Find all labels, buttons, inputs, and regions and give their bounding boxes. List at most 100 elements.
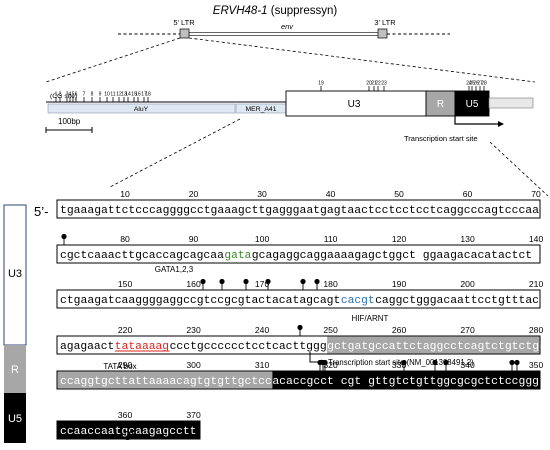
sequence-segment-bg xyxy=(57,421,200,439)
aluy-box xyxy=(47,103,236,114)
three-prime-label: - 3’ xyxy=(116,428,134,443)
gene-suffix: (suppressyn) xyxy=(268,5,338,17)
seq-guide-left xyxy=(109,118,241,188)
position-number: 330 xyxy=(392,360,407,370)
cg-tick-label: 3 xyxy=(66,92,69,98)
sequence-segment: cgctcaaacttgcaccagcagcaa xyxy=(60,250,224,262)
cpg-pin-head xyxy=(432,359,438,366)
position-number: 220 xyxy=(118,325,133,335)
cpg-pin-head xyxy=(265,278,271,285)
cg-tick-label: 13 xyxy=(121,92,127,98)
side-u5-box xyxy=(4,393,26,443)
cg-tick-label: 25 xyxy=(469,81,475,87)
downstream-box xyxy=(488,97,534,109)
position-number: 50 xyxy=(394,189,404,199)
sequence-segment: ccctgcccccctcctcacttggg xyxy=(170,341,327,353)
position-number: 20 xyxy=(189,189,199,199)
env-body-bar xyxy=(188,32,380,36)
top-provirus-map: 5' LTR env 3' LTR xyxy=(118,18,450,39)
sequence-segment: tgaaagattctcccaggggcctgaaagcttgagggaatga… xyxy=(60,205,539,217)
cpg-pin-head xyxy=(219,278,225,285)
gene-name: ERVH48-1 xyxy=(213,5,268,17)
cg-tick-label: 12 xyxy=(116,92,122,98)
cg-tick-label: 22 xyxy=(375,81,381,87)
sequence-segment: ctgaagatcaaggggaggccgtccgcgtactacatagcag… xyxy=(60,295,340,307)
position-number: 60 xyxy=(463,189,473,199)
cg-site-label: (CG site) xyxy=(50,93,77,100)
cg-tick-label: 23 xyxy=(381,81,387,87)
position-number: 80 xyxy=(120,234,130,244)
seq-guide-right xyxy=(489,141,549,197)
position-number: 90 xyxy=(189,234,199,244)
position-number: 130 xyxy=(460,234,475,244)
position-number: 70 xyxy=(531,189,541,199)
position-number: 100 xyxy=(255,234,270,244)
position-number: 160 xyxy=(186,279,201,289)
cpg-pin-head xyxy=(297,324,303,331)
sequence-row-border xyxy=(56,420,201,440)
sequence-segment-bg xyxy=(272,371,540,389)
env-label: env xyxy=(281,22,294,31)
sequence-segment: gcagaggcaggaaaagagctggct ggaagacacatactc… xyxy=(252,250,532,262)
u3-box xyxy=(285,90,427,117)
position-number: 170 xyxy=(255,279,270,289)
position-number: 200 xyxy=(460,279,475,289)
u5-label: U5 xyxy=(466,99,479,110)
sequence-segment: ccaggtgcttattaaaacagtgtgttgctcc xyxy=(60,376,272,388)
cg-tick-label: 24 xyxy=(466,81,472,87)
five-prime-label: 5’- xyxy=(34,204,48,219)
cg-tick-label: 20 xyxy=(366,81,372,87)
cg-tick-label: 1 xyxy=(55,92,58,98)
scale-bar-label: 100bp xyxy=(58,117,81,126)
position-number: 120 xyxy=(392,234,407,244)
ltr5-box xyxy=(179,28,190,39)
sequence-segment: agagaact xyxy=(60,341,114,353)
cpg-pin-head xyxy=(200,278,206,285)
position-number: 370 xyxy=(186,410,201,420)
sequence-segment: caggctgggacaattcctgtttac xyxy=(375,295,539,307)
gata-label: GATA1,2,3 xyxy=(155,265,194,274)
position-number: 350 xyxy=(529,360,544,370)
position-number: 240 xyxy=(255,325,270,335)
zoom-guide-left xyxy=(45,37,181,83)
ltr3-box xyxy=(377,28,388,39)
cpg-pin-head xyxy=(509,359,515,366)
position-number: 30 xyxy=(257,189,267,199)
sequence-row-border xyxy=(56,335,541,355)
cg-tick-label: 19 xyxy=(318,81,324,87)
position-number: 40 xyxy=(326,189,336,199)
cg-tick-label: 14 xyxy=(125,92,131,98)
sequence-row-border xyxy=(56,199,541,219)
tata-label: TATA box xyxy=(103,362,136,371)
ltr5-label: 5' LTR xyxy=(173,18,195,27)
position-number: 140 xyxy=(529,234,544,244)
position-number: 270 xyxy=(460,325,475,335)
mer-label: MER_A41 xyxy=(246,106,277,113)
sequence-segment: cacgt xyxy=(341,295,375,307)
position-number: 210 xyxy=(529,279,544,289)
cg-tick-label: 4 xyxy=(69,92,72,98)
position-number: 260 xyxy=(392,325,407,335)
position-number: 320 xyxy=(323,360,338,370)
cg-tick-label: 6 xyxy=(75,92,78,98)
sequence-row-border xyxy=(56,244,541,264)
position-number: 10 xyxy=(120,189,130,199)
side-r-label: R xyxy=(11,364,19,376)
side-u3-label: U3 xyxy=(8,268,22,280)
position-number: 280 xyxy=(529,325,544,335)
tss-seq-arrow xyxy=(309,352,322,363)
u3-label: U3 xyxy=(348,99,361,110)
position-number: 190 xyxy=(392,279,407,289)
side-r-box xyxy=(4,345,26,393)
position-number: 290 xyxy=(118,360,133,370)
cpg-pin-head xyxy=(314,278,320,285)
aluy-label: AluY xyxy=(134,106,149,113)
cg-tick-label: 27 xyxy=(477,81,483,87)
sequence-segment: tataaaag xyxy=(115,341,169,353)
tss-label: Transcription start site xyxy=(404,134,478,143)
sequence-segment: gctgatgccattctaggcctcagtctgtctgcat xyxy=(327,341,550,353)
diagram-title: ERVH48-1 (suppressyn) xyxy=(213,5,338,17)
